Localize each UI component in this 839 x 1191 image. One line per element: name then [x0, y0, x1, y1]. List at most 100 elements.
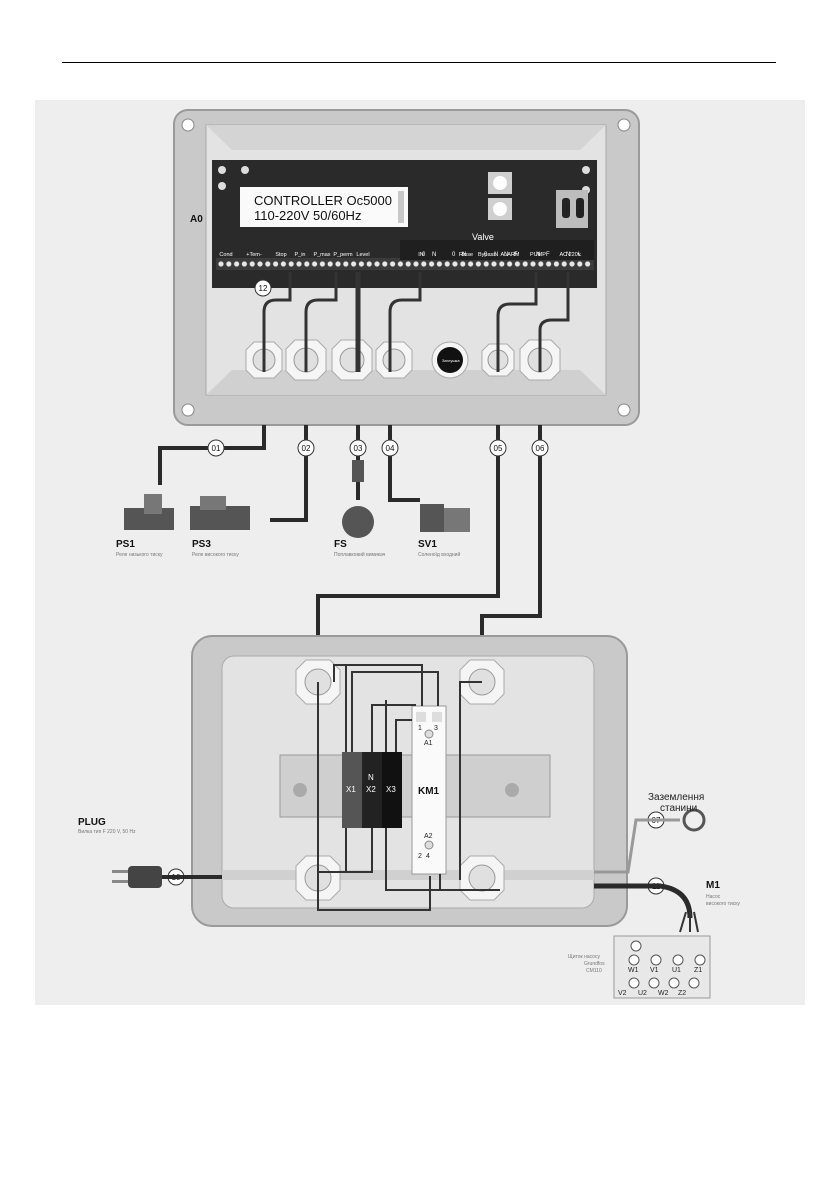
fs-device [342, 460, 374, 538]
terminal-label: IN [418, 252, 424, 258]
button-down[interactable] [493, 202, 507, 216]
terminal-screw [303, 261, 310, 267]
terminal-screw [233, 261, 240, 267]
junction-box [191, 635, 628, 927]
svg-text:04: 04 [386, 444, 395, 453]
terminal-screw [452, 261, 458, 267]
terminal-screw [553, 261, 560, 267]
fs-code: FS [334, 539, 347, 550]
terminal-screw [428, 261, 435, 267]
board-screw-label: Z2 [678, 990, 686, 997]
terminal-label: P_in [294, 252, 305, 258]
terminal-screw [358, 261, 365, 267]
motor-name-2: високого тиску [706, 901, 741, 907]
board-screw-label: Z1 [694, 967, 702, 974]
terminal-screw [225, 261, 232, 267]
gland-plug-label: Заглушка [442, 358, 460, 363]
pin-rinse-0: 0 [452, 252, 456, 258]
lcd-screen [240, 187, 408, 227]
terminal-label: Level [356, 252, 369, 258]
board-screw-label: U2 [638, 990, 647, 997]
fs-name: Поплавковий вимикач [334, 551, 386, 558]
lcd-line-1: CONTROLLER Oc5000 [254, 193, 392, 208]
terminal-screw [491, 261, 497, 267]
cable-number-04: 04 [381, 439, 399, 457]
terminal-screw [249, 261, 256, 267]
board-screw-label: W1 [628, 967, 639, 974]
pin-alarm-f: F [514, 252, 518, 258]
terminal-label: AC 220v [559, 252, 580, 258]
terminal-screw [327, 261, 334, 267]
ground-label-1: Заземлення [648, 792, 704, 803]
pin-alarm-n: N [504, 252, 508, 258]
contactor-km1 [411, 705, 447, 875]
cable-number-01: 01 [207, 439, 225, 457]
terminal-screw [241, 261, 248, 267]
terminal-label: P_max [313, 252, 330, 258]
terminal-label: P_perm [333, 252, 353, 258]
board-screw-label: V2 [618, 990, 627, 997]
contactor-pin-4: 4 [426, 853, 430, 860]
terminal-label: ALARM [501, 252, 520, 258]
board-screw [694, 954, 706, 966]
terminal-screw [342, 261, 349, 267]
board-screw-label: U1 [672, 967, 681, 974]
terminal-label: PUMP [530, 252, 546, 258]
cable-number-05: 05 [489, 439, 507, 457]
motor-cable [594, 883, 699, 933]
terminal-x3: X3 [386, 785, 396, 794]
svg-text:06: 06 [536, 444, 545, 453]
pin-letters: 0 N 0 N 0 N N F N F N L [422, 252, 582, 258]
contactor-pin-a1: A1 [424, 740, 433, 747]
terminal-screw [561, 261, 568, 267]
plug-code: PLUG [78, 817, 106, 828]
terminal-screw [545, 261, 552, 267]
terminal-label: Rinse [459, 252, 473, 258]
ps1-code: PS1 [116, 539, 135, 550]
terminal-screw [413, 261, 419, 267]
terminal-screw [272, 261, 279, 267]
terminal-label: Stop [275, 252, 286, 258]
terminal-screw [467, 261, 474, 267]
terminal-x2: X2 [366, 785, 376, 794]
terminal-screw [444, 261, 451, 267]
board-screw-label: W2 [658, 990, 669, 997]
contactor-pin-3: 3 [434, 725, 438, 732]
pin-pump-n: N [536, 252, 540, 258]
terminal-screw [459, 261, 466, 267]
terminal-screw [537, 261, 544, 267]
terminal-screw [530, 261, 536, 267]
terminal-screw [475, 261, 482, 267]
terminal-screw [374, 261, 380, 267]
board-screw-label: V1 [650, 967, 659, 974]
board-title-3: CM110 [586, 968, 602, 974]
terminal-screw [319, 261, 326, 267]
svg-text:12: 12 [259, 284, 268, 293]
sv1-code: SV1 [418, 539, 437, 550]
button-up[interactable] [493, 176, 507, 190]
cable-number-02: 02 [297, 439, 315, 457]
plug-icon [112, 866, 222, 888]
board-screw [628, 977, 640, 989]
terminal-screw [366, 261, 373, 267]
terminal-screw [257, 261, 263, 267]
pin-bypass-0: 0 [484, 252, 488, 258]
terminal-label: Bypass [478, 252, 496, 258]
terminal-screw [405, 261, 412, 267]
terminal-screw [311, 261, 318, 267]
terminal-screw [522, 261, 529, 267]
terminal-screw [288, 261, 295, 267]
pin-ac-n: N [566, 252, 570, 258]
terminal-screw [420, 261, 427, 267]
header-rule [62, 62, 776, 63]
pin-bypass-n: N [494, 252, 498, 258]
svg-text:02: 02 [302, 444, 311, 453]
board-title-1: Щиток насосу [568, 954, 600, 960]
svg-text:05: 05 [494, 444, 503, 453]
pin-ac-l: L [578, 252, 582, 258]
cable-number-03: 03 [349, 439, 367, 457]
junction-wires [317, 664, 500, 911]
